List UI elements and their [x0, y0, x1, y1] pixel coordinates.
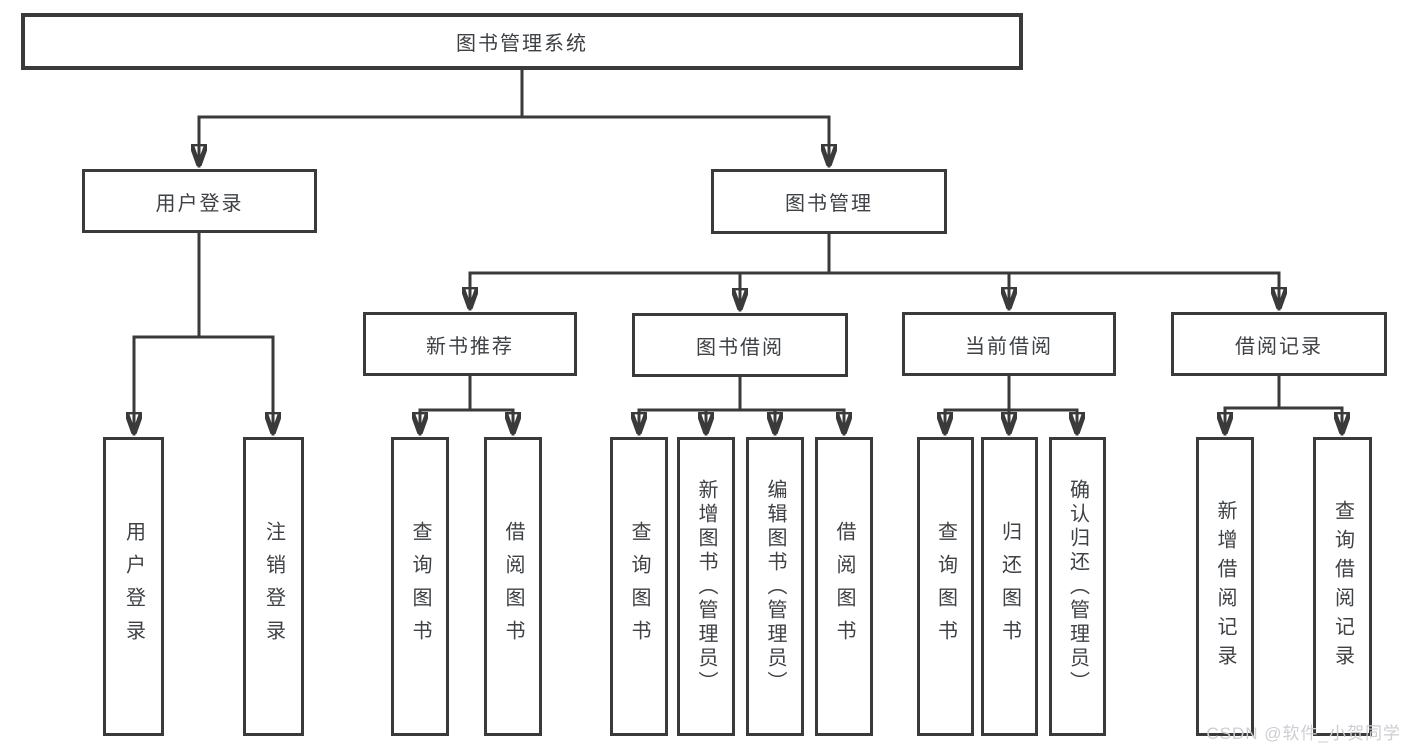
node-current-borrow: 当前借阅	[902, 312, 1116, 376]
leaf-add-borrow-record: 新增借阅记录	[1196, 437, 1254, 736]
leaf-query-books-current: 查询图书	[917, 437, 974, 736]
node-user-login: 用户登录	[82, 169, 317, 233]
leaf-borrow-books: 借阅图书	[815, 437, 873, 736]
leaf-confirm-return-admin: 确认归还（管理员）	[1049, 437, 1106, 736]
csdn-watermark: CSDN @软件_小贺同学	[1206, 724, 1401, 743]
leaf-borrow-books-recommend: 借阅图书	[484, 437, 542, 736]
leaf-query-books-recommend: 查询图书	[391, 437, 449, 736]
leaf-user-login: 用户登录	[103, 437, 164, 736]
node-book-management: 图书管理	[711, 169, 947, 234]
leaf-query-books-borrow: 查询图书	[610, 437, 668, 736]
node-book-borrow: 图书借阅	[632, 313, 848, 377]
leaf-edit-books-admin: 编辑图书（管理员）	[746, 437, 804, 736]
node-new-book-recommend: 新书推荐	[363, 312, 577, 376]
node-root-system: 图书管理系统	[21, 13, 1023, 70]
leaf-query-borrow-record: 查询借阅记录	[1313, 437, 1372, 736]
leaf-logout: 注销登录	[243, 437, 304, 736]
node-borrow-records: 借阅记录	[1171, 312, 1387, 376]
leaf-return-books: 归还图书	[981, 437, 1038, 736]
leaf-add-books-admin: 新增图书（管理员）	[677, 437, 735, 736]
